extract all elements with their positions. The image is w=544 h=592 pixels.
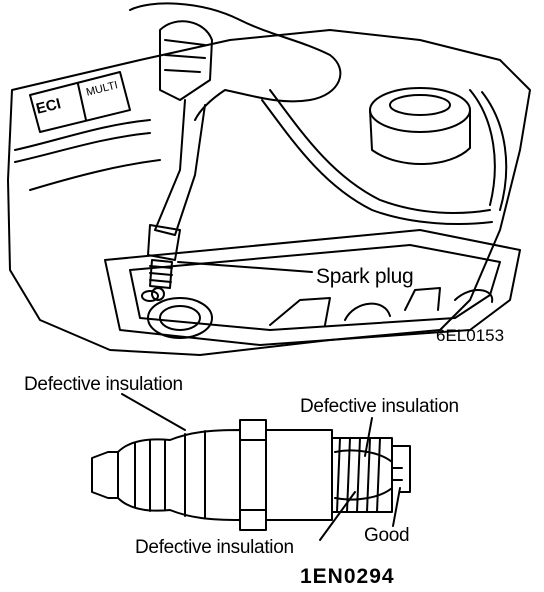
plug-figure-code: 1EN0294 [300, 565, 395, 588]
insulator [117, 429, 241, 521]
leader-insulation-top-right [364, 417, 373, 457]
label-defective-insulation-top-left: Defective insulation [24, 374, 183, 395]
leader-insulation-top-left [121, 393, 186, 431]
leader-good [392, 487, 401, 527]
ground-electrode [391, 445, 411, 493]
spark-plug-leader-line [177, 261, 313, 273]
plug-thread [331, 437, 393, 513]
spark-plug-removed [147, 224, 181, 301]
label-defective-insulation-top-right: Defective insulation [300, 396, 459, 417]
engine-figure-code: 6EL0153 [436, 326, 505, 345]
hand-illustration [129, 2, 342, 236]
insulator-nose [334, 449, 393, 501]
spark-plug-label: Spark plug [314, 265, 416, 288]
engine-tubes [14, 89, 508, 225]
plug-shell [265, 429, 333, 521]
engine-cover-outline [7, 29, 531, 356]
oil-filler-cap [369, 87, 471, 166]
label-good: Good [364, 525, 410, 546]
rocker-cover [104, 229, 521, 346]
spark-plug-hole [141, 290, 213, 339]
spark-plug-detail [91, 419, 411, 531]
eci-multi-badge [29, 71, 131, 133]
label-defective-insulation-bottom: Defective insulation [135, 537, 294, 558]
terminal-nut [91, 451, 119, 499]
hex-body [239, 419, 267, 531]
leader-insulation-bottom [319, 491, 356, 541]
